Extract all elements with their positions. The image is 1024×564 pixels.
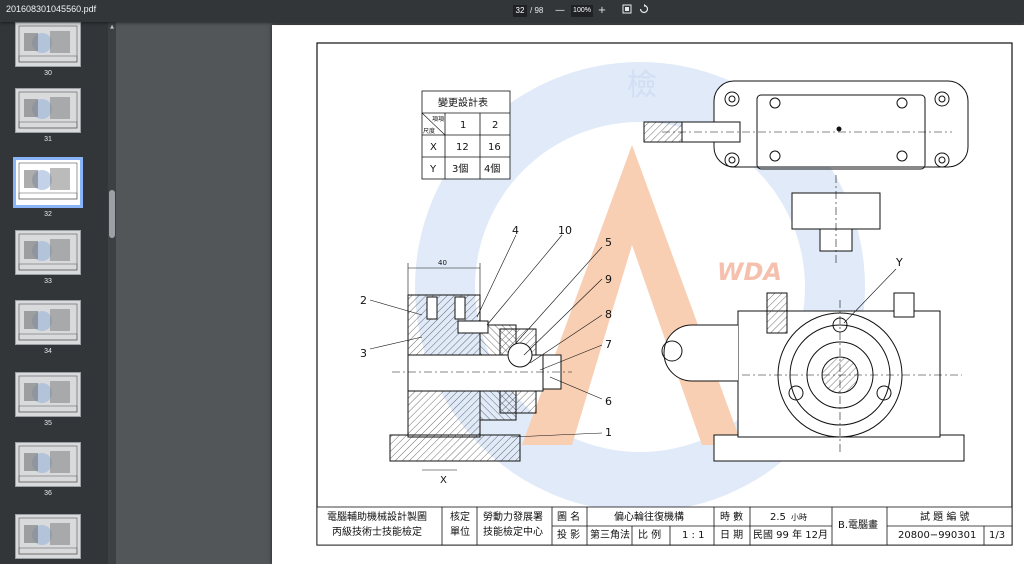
change-table-row-y-v2: 4個 <box>484 162 500 175</box>
title-block-name-value: 偏心輪往復機構 <box>614 512 684 523</box>
title-block-name-label: 圖 名 <box>557 512 581 523</box>
engineering-drawing: 檢 WDA 變更設計表 項項 尺度 1 2 X 12 16 Y 3個 4個 <box>316 42 1013 546</box>
viewer-toolbar: 201608301045560.pdf 32 / 98 — 100% + <box>0 0 1024 22</box>
change-table-header-dim: 尺度 <box>423 127 435 135</box>
sidebar-scrollbar[interactable] <box>108 22 116 564</box>
change-table-row-y-v1: 3個 <box>452 162 468 175</box>
part-balloons <box>369 234 897 438</box>
page-thumbnail-number: 31 <box>44 136 52 143</box>
change-table-col2: 2 <box>492 120 498 131</box>
title-block-hours-unit: 小時 <box>791 513 807 522</box>
title-block-code-label: 試 題 編 號 <box>920 512 970 523</box>
page-thumbnail[interactable] <box>15 88 81 133</box>
balloon-8: 8 <box>605 308 612 321</box>
file-name: 201608301045560.pdf <box>6 4 97 14</box>
page-thumbnail-number: 32 <box>44 211 52 218</box>
title-block-hours-value: 2.5 <box>770 512 786 523</box>
page-thumbnail[interactable] <box>15 300 81 345</box>
page-thumbnail-number: 34 <box>44 348 52 355</box>
title-block-method: B.電腦畫 <box>838 520 879 531</box>
change-table-row-y-label: Y <box>429 164 437 175</box>
page-thumbnail[interactable] <box>15 442 81 487</box>
page-thumbnail-number: 36 <box>44 490 52 497</box>
change-design-table: 變更設計表 項項 尺度 1 2 X 12 16 Y 3個 4個 <box>421 90 511 180</box>
fit-page-icon[interactable] <box>621 4 633 18</box>
dimension-40: 40 <box>438 259 447 267</box>
change-table-row-x-label: X <box>430 142 437 153</box>
balloon-3: 3 <box>360 347 367 360</box>
title-block-agency2: 技能檢定中心 <box>483 527 543 538</box>
scroll-up-icon[interactable]: ▲ <box>110 24 114 30</box>
title-block-scale-label: 比 例 <box>638 530 662 541</box>
zoom-in-button[interactable]: + <box>597 5 607 16</box>
title-block-agency1: 勞動力發展署 <box>483 512 543 523</box>
zoom-out-button[interactable]: — <box>555 5 565 16</box>
balloon-5: 5 <box>605 236 612 249</box>
thumbnail-sidebar: 30 31 32 33 34 35 36 <box>0 22 116 564</box>
page-thumbnail-number: 33 <box>44 278 52 285</box>
section-view <box>389 263 572 471</box>
balloon-6: 6 <box>605 395 612 408</box>
title-block-code-value: 20800−990301 <box>898 530 977 541</box>
title-block-org2: 丙級技術士技能檢定 <box>332 527 422 538</box>
rotate-icon[interactable] <box>638 4 650 18</box>
title-block-proj-value: 第三角法 <box>590 530 630 541</box>
balloon-2: 2 <box>360 294 367 307</box>
top-view <box>643 80 969 265</box>
title-block-check1: 核定 <box>450 512 470 523</box>
title-block-scale-value: 1 : 1 <box>682 530 705 541</box>
title-block-hours-label: 時 數 <box>720 512 744 523</box>
label-y: Y <box>895 256 903 269</box>
title-block <box>316 506 1013 546</box>
title-block-sheet: 1/3 <box>989 530 1006 541</box>
page-thumbnail-number: 30 <box>44 70 52 77</box>
page-thumbnail[interactable] <box>15 230 81 275</box>
balloon-9: 9 <box>605 273 612 286</box>
page-thumbnail[interactable] <box>13 157 83 208</box>
page-thumbnail[interactable] <box>15 22 81 67</box>
change-table-row-x-v2: 16 <box>488 142 501 153</box>
page-number-input[interactable]: 32 <box>513 5 527 17</box>
change-table-header-item: 項項 <box>432 116 444 123</box>
watermark-char: 檢 <box>627 68 657 103</box>
page-thumbnail[interactable] <box>15 372 81 417</box>
change-table-col1: 1 <box>460 120 466 131</box>
watermark-text: WDA <box>717 258 782 286</box>
balloon-1: 1 <box>605 426 612 439</box>
title-block-date-label: 日 期 <box>720 530 744 541</box>
change-table-title: 變更設計表 <box>438 96 488 109</box>
balloon-7: 7 <box>605 338 612 351</box>
page-total: / 98 <box>530 6 544 15</box>
dimension-x: X <box>440 475 447 486</box>
page-thumbnail[interactable] <box>15 514 81 559</box>
title-block-proj-label: 投 影 <box>557 530 581 541</box>
title-block-date-value: 民國 99 年 12月 <box>753 530 828 541</box>
title-block-check2: 單位 <box>450 527 470 538</box>
change-table-row-x-v1: 12 <box>456 142 469 153</box>
pdf-page: 檢 WDA 變更設計表 項項 尺度 1 2 X 12 16 Y 3個 4個 <box>272 25 1024 564</box>
zoom-level-input[interactable]: 100% <box>571 5 593 17</box>
title-block-org1: 電腦輔助機械設計製圖 <box>327 512 427 523</box>
page-thumbnail-number: 35 <box>44 420 52 427</box>
sidebar-scroll-thumb[interactable] <box>109 190 115 238</box>
balloon-4: 4 <box>512 224 519 237</box>
front-view <box>661 292 965 462</box>
balloon-10: 10 <box>558 224 572 237</box>
